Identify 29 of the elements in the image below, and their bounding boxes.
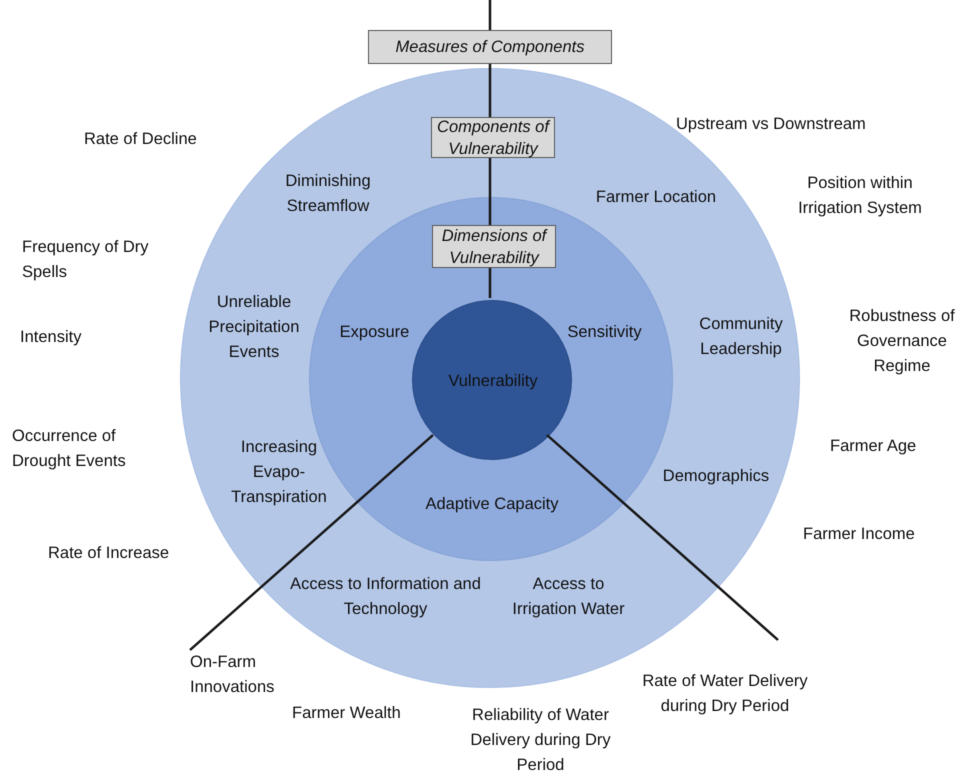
component-label: Adaptive Capacity [424, 494, 560, 515]
measure-label: Farmer Income [803, 524, 916, 545]
component-label: Increasing Evapo-Transpiration [230, 437, 328, 508]
component-label: Unreliable Precipitation Events [208, 292, 300, 363]
measure-label: Frequency of Dry Spells [22, 237, 150, 283]
measure-label: Rate of Decline [84, 129, 198, 150]
measure-label: Farmer Age [830, 436, 918, 457]
heading-box: Dimensions of Vulnerability [432, 225, 556, 268]
measure-label: Reliability of Water Delivery during Dry Period [469, 705, 612, 775]
measure-label: Upstream vs Downstream [676, 114, 867, 135]
measure-label: Farmer Wealth [292, 703, 402, 724]
component-label: Farmer Location [594, 187, 718, 208]
component-label: Demographics [662, 466, 770, 487]
measure-label: Occurrence of Drought Events [12, 426, 127, 472]
measure-label: Rate of Increase [48, 543, 170, 564]
measure-label: Position within Irrigation System [797, 173, 923, 219]
core-label: Vulnerability [447, 371, 539, 392]
heading-box: Components of Vulnerability [431, 117, 555, 158]
component-label: Access to Information and Technology [289, 574, 482, 620]
heading-box: Measures of Components [368, 30, 612, 64]
measure-label: On-Farm Innovations [190, 652, 276, 698]
component-label: Community Leadership [698, 314, 784, 360]
measure-label: Rate of Water Delivery during Dry Period [641, 671, 809, 717]
measure-label: Robustness of Governance Regime [848, 306, 956, 377]
measure-label: Intensity [20, 327, 82, 348]
component-label: Access to Irrigation Water [511, 574, 626, 620]
component-label: Sensitivity [566, 322, 643, 343]
component-label: Diminishing Streamflow [284, 171, 372, 217]
component-label: Exposure [338, 322, 410, 343]
